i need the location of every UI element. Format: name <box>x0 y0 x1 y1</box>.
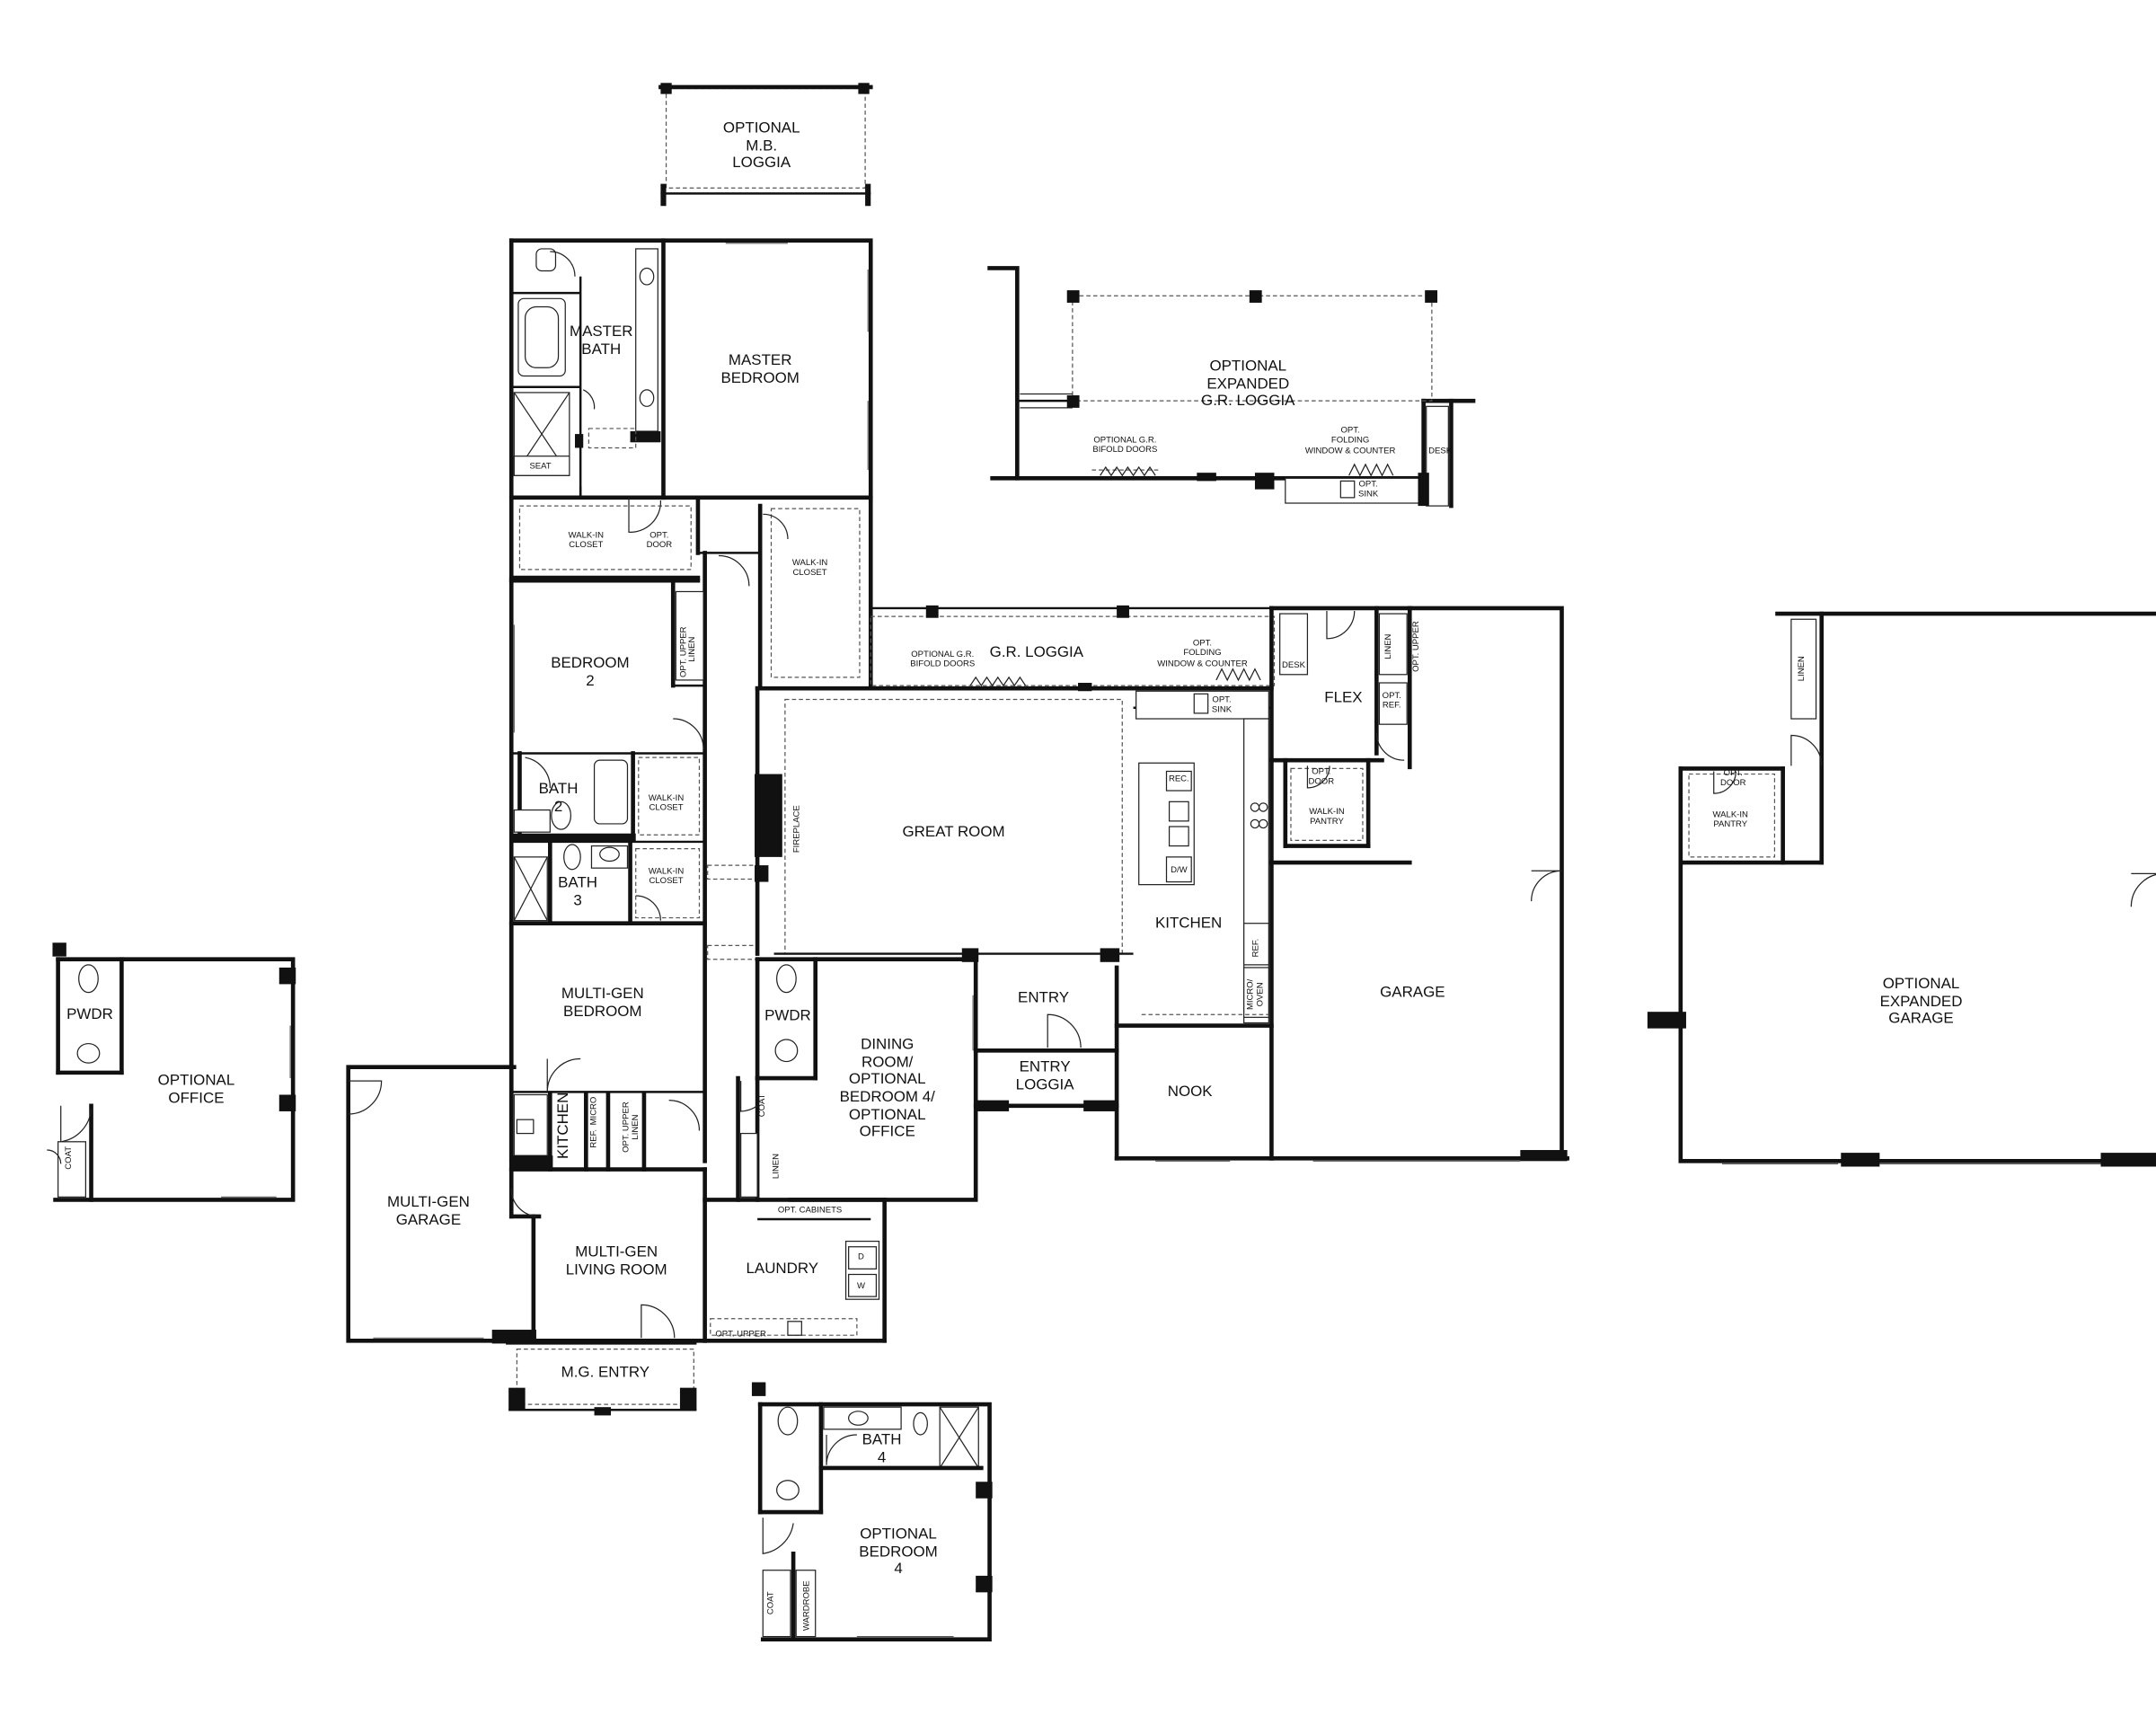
opt-door-pantry-label: OPT. DOOR <box>1308 766 1335 788</box>
optional-office <box>47 942 296 1202</box>
bath4-label: BATH 4 <box>862 1431 902 1466</box>
opt-sink-top-label: OPT. SINK <box>1357 479 1379 500</box>
walkin-closet-b2-label: WALK-IN CLOSET <box>648 793 685 814</box>
opt-upper-laundry-label: OPT. UPPER <box>715 1330 766 1340</box>
linen-exp-label: LINEN <box>1797 656 1807 682</box>
coat-b4-label: COAT <box>765 1591 776 1615</box>
optional-gr-bifold-doors-label: OPTIONAL G.R. BIFOLD DOORS <box>910 650 976 670</box>
opt-door-master-label: OPT. DOOR <box>646 530 673 551</box>
dining-label: DINING ROOM/ OPTIONAL BEDROOM 4/ OPTIONA… <box>839 1036 935 1141</box>
opt-upper-flex-label: OPT. UPPER <box>1411 621 1422 672</box>
multigen-living-label: MULTI-GEN LIVING ROOM <box>565 1243 667 1278</box>
seat-label: SEAT <box>529 461 552 472</box>
dryer-label: D <box>858 1252 864 1262</box>
wardrobe-label: WARDROBE <box>801 1580 812 1632</box>
opt-sink-label: OPT. SINK <box>1211 694 1233 716</box>
nook-label: NOOK <box>1167 1084 1213 1101</box>
optional-office-label: OPTIONAL OFFICE <box>157 1072 235 1107</box>
main-core <box>508 551 1569 1343</box>
desk-label: DESK <box>1282 660 1305 671</box>
laundry-label: LAUNDRY <box>746 1261 819 1278</box>
multigen-bedroom-label: MULTI-GEN BEDROOM <box>561 985 644 1020</box>
coat-office-label: COAT <box>64 1146 74 1170</box>
great-room-label: GREAT ROOM <box>902 823 1005 841</box>
linen-hall-label: LINEN <box>687 636 697 662</box>
flex-label: FLEX <box>1324 689 1363 707</box>
ref-label: REF. <box>1250 938 1261 958</box>
linen-main-label: LINEN <box>771 1154 782 1180</box>
micro-mg-label: MICRO <box>588 1096 599 1126</box>
optional-expanded-gr-loggia-label: OPTIONAL EXPANDED G.R. LOGGIA <box>1201 358 1295 410</box>
ref-mg-label: REF. <box>588 1128 599 1148</box>
mb-loggia <box>658 83 873 207</box>
walkin-pantry-label: WALK-IN PANTRY <box>1309 807 1345 827</box>
master-bedroom-label: MASTER BEDROOM <box>720 352 800 387</box>
rec-label: REC. <box>1168 774 1189 784</box>
bedroom2-label: BEDROOM 2 <box>551 655 630 690</box>
mg-entry-label: M.G. ENTRY <box>561 1364 650 1381</box>
walkin-pantry-exp-label: WALK-IN PANTRY <box>1712 809 1748 830</box>
entry-label: ENTRY <box>1018 989 1070 1007</box>
opt-folding-window-label: OPT. FOLDING WINDOW & COUNTER <box>1157 638 1248 669</box>
kitchen-label: KITCHEN <box>1154 915 1223 932</box>
linen-flex-label: LINEN <box>1383 633 1394 659</box>
desk-top-label: DESK <box>1428 446 1453 456</box>
opt-cabinets-label: OPT. CABINETS <box>777 1205 843 1216</box>
master-bath-label: MASTER BATH <box>569 323 633 358</box>
expanded-loggia <box>987 266 1476 509</box>
walkin-closet-master-label: WALK-IN CLOSET <box>568 530 604 551</box>
multigen-garage-label: MULTI-GEN GARAGE <box>387 1194 470 1229</box>
garage-label: GARAGE <box>1380 984 1445 1001</box>
opt-folding-window-top-label: OPT. FOLDING WINDOW & COUNTER <box>1304 425 1396 456</box>
optional-bedroom4 <box>751 1382 993 1641</box>
opt-upper-linen-label: OPT. UPPER LINEN <box>621 1101 641 1153</box>
pwdr-label: PWDR <box>764 1007 811 1025</box>
optional-gr-bifold-doors-top-label: OPTIONAL G.R. BIFOLD DOORS <box>1092 435 1158 456</box>
washer-label: W <box>856 1281 865 1291</box>
walkin-closet-b3-label: WALK-IN CLOSET <box>648 866 685 887</box>
fireplace-label: FIREPLACE <box>791 805 802 854</box>
opt-ref-flex-label: OPT. REF. <box>1382 691 1401 712</box>
gr-loggia-label: G.R. LOGGIA <box>989 643 1084 661</box>
bath2-label: BATH 2 <box>538 781 579 816</box>
mg-kitchen-label: KITCHEN <box>554 1092 572 1159</box>
entry-loggia-label: ENTRY LOGGIA <box>1015 1058 1074 1093</box>
multigen-wing <box>346 1065 707 1416</box>
bath3-label: BATH 3 <box>558 874 598 909</box>
coat-main-label: COAT <box>757 1093 768 1118</box>
optional-bedroom4-label: OPTIONAL BEDROOM 4 <box>859 1526 938 1578</box>
optional-expanded-garage-label: OPTIONAL EXPANDED GARAGE <box>1879 976 1963 1028</box>
micro-oven-label: MICRO/ OVEN <box>1246 978 1267 1011</box>
walkin-closet-hall-label: WALK-IN CLOSET <box>791 558 828 579</box>
office-pwdr-label: PWDR <box>66 1006 113 1023</box>
dw-label: D/W <box>1171 865 1188 875</box>
optional-mb-loggia-label: OPTIONAL M.B. LOGGIA <box>722 119 800 172</box>
opt-door-exp-label: OPT. DOOR <box>1719 768 1746 789</box>
master-wing <box>508 238 873 691</box>
optional-expanded-garage <box>1647 611 2156 1167</box>
